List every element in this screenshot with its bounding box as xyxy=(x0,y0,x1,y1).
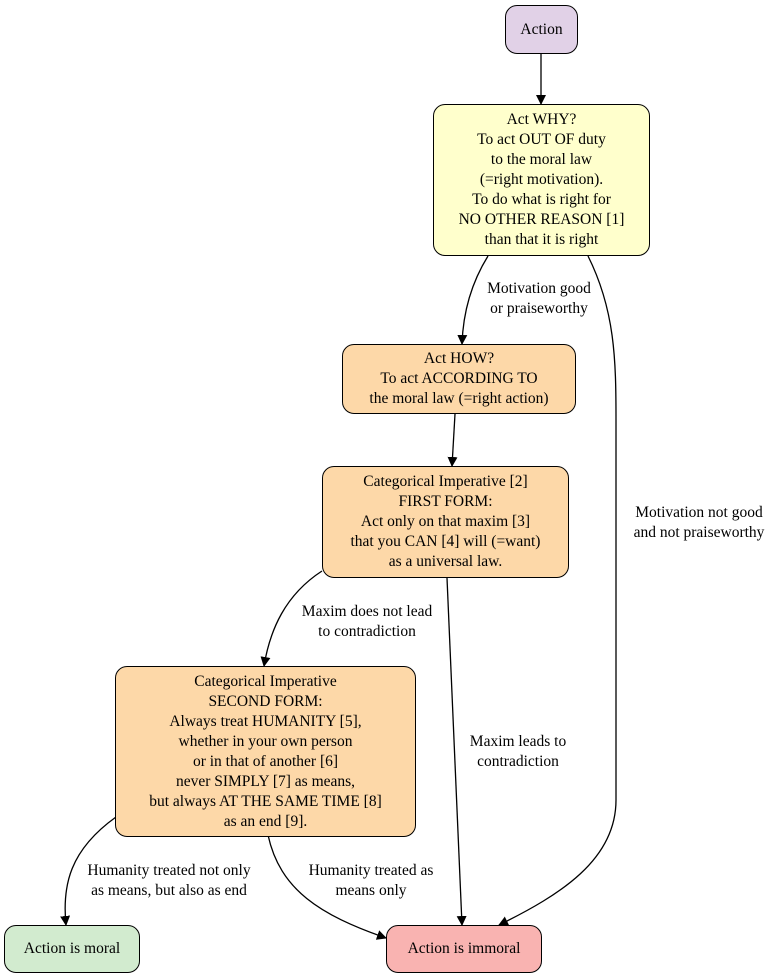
edge-label-line: contradiction xyxy=(477,753,559,770)
node-text-line: Action xyxy=(520,20,563,38)
node-text-line: the moral law (=right action) xyxy=(369,390,549,407)
edge-label-motivation-not-good: Motivation not good and not praiseworthy xyxy=(618,503,780,543)
node-action-is-moral: Action is moral xyxy=(4,925,140,973)
node-text-line: Act HOW? xyxy=(423,350,495,367)
node-text-line: To act OUT OF duty xyxy=(477,131,606,148)
edge-label-line: Maxim leads to xyxy=(469,733,567,750)
node-text-line: Act only on that maxim [3] xyxy=(360,513,531,530)
edge-label-line: as means, but also as end xyxy=(91,882,247,899)
edge-label-line: means only xyxy=(335,882,407,899)
edge-label-line: Motivation not good xyxy=(635,504,763,521)
edge-label-humanity-end: Humanity treated not only as means, but a… xyxy=(66,861,272,901)
node-text-line: Categorical Imperative [2] xyxy=(363,473,528,490)
node-text-line: To act ACCORDING TO xyxy=(380,370,538,387)
node-text-line: never SIMPLY [7] as means, xyxy=(175,772,356,790)
edge-label-line: and not praiseworthy xyxy=(633,524,765,541)
edge-label-line: to contradiction xyxy=(318,623,416,640)
node-text-line: Always treat HUMANITY [5], xyxy=(169,712,362,730)
edge-label-line: Humanity treated not only xyxy=(87,862,251,879)
node-text-line: to the moral law xyxy=(490,151,593,168)
edge-label-line: Humanity treated as xyxy=(308,862,434,879)
node-categorical-imperative-first-form: Categorical Imperative [2] FIRST FORM: Act… xyxy=(322,466,569,578)
edge-ci2-to-immoral xyxy=(267,834,387,940)
node-text-line: FIRST FORM: xyxy=(398,493,493,510)
node-action: Action xyxy=(505,5,578,54)
edge-ci1-to-immoral xyxy=(446,577,467,926)
node-text-line: Action is immoral xyxy=(407,940,521,957)
edge-label-maxim-no-contradiction: Maxim does not lead to contradiction xyxy=(283,602,451,642)
node-text-line: that you CAN [4] will (=want) xyxy=(350,533,541,550)
node-text-line: To do what is right for xyxy=(472,191,611,208)
node-text-line: NO OTHER REASON [1] xyxy=(458,211,625,228)
node-text-line: than that it is right xyxy=(484,231,599,248)
edge-why-to-how xyxy=(457,255,489,345)
node-text-line: as an end [9]. xyxy=(223,812,308,830)
edge-label-line: Maxim does not lead xyxy=(301,603,433,620)
node-text-line: Action is moral xyxy=(23,940,121,957)
node-text-line: Act WHY? xyxy=(506,111,577,128)
edge-label-maxim-contradiction: Maxim leads to contradiction xyxy=(448,732,588,772)
edge-label-motivation-good: Motivation good or praiseworthy xyxy=(466,279,612,319)
edge-label-line: Motivation good xyxy=(487,280,591,297)
edge-label-line: or praiseworthy xyxy=(490,300,588,317)
edge-how-to-ci1 xyxy=(447,413,458,467)
edge-why-to-immoral xyxy=(498,255,617,926)
node-action-is-immoral: Action is immoral xyxy=(386,925,542,973)
node-text-line: or in that of another [6] xyxy=(192,752,339,770)
node-text-line: (=right motivation). xyxy=(479,171,604,188)
node-text-line: as a universal law. xyxy=(388,553,503,570)
node-text-line: SECOND FORM: xyxy=(208,692,323,710)
node-act-how: Act HOW? To act ACCORDING TO the moral law… xyxy=(342,344,576,414)
node-text-line: but always AT THE SAME TIME [8] xyxy=(149,792,382,810)
edge-label-humanity-means: Humanity treated as means only xyxy=(290,861,452,901)
node-text-line: Categorical Imperative xyxy=(194,672,337,690)
edge-ci1-to-ci2 xyxy=(260,570,323,667)
node-act-why: Act WHY? To act OUT OF duty to the moral l… xyxy=(433,104,650,256)
edge-ci2-to-moral xyxy=(60,816,117,926)
node-text-line: whether in your own person xyxy=(178,732,353,750)
